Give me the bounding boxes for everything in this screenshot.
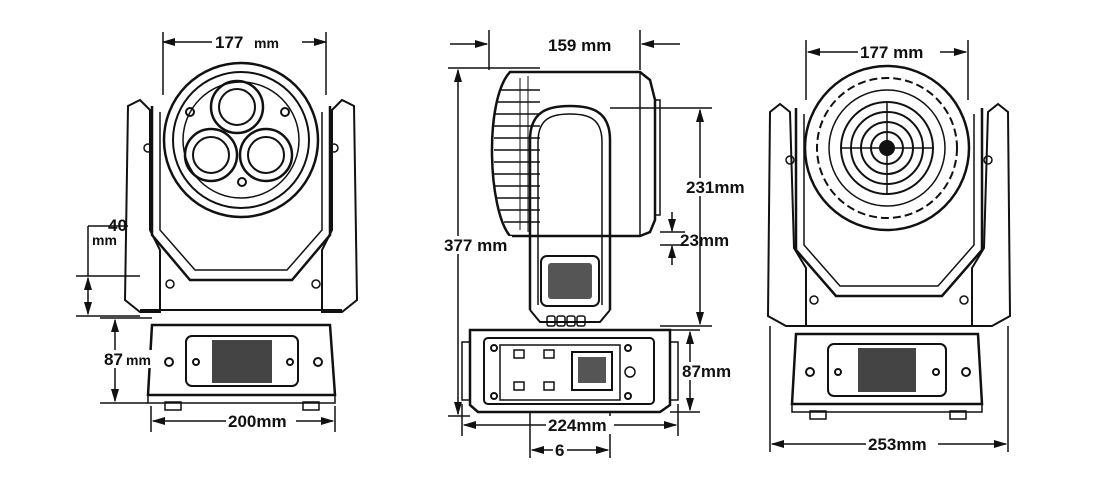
side-base-height-label: 87mm: [682, 362, 731, 381]
arm-offset-label: 23mm: [680, 231, 729, 250]
back-base-width-label: 253mm: [868, 435, 927, 454]
side-dimensions: [448, 30, 712, 458]
side-view: [461, 70, 679, 414]
head-depth-label: 159 mm: [548, 36, 611, 55]
front-base: [146, 323, 337, 411]
front-labels: 177 mm 40 mm 87 mm 200mm: [92, 33, 302, 431]
side-head-body: [490, 70, 657, 238]
front-base-height-number: 87: [104, 350, 123, 369]
back-width-label: 177 mm: [860, 43, 923, 62]
front-lens-cluster: [183, 79, 294, 187]
back-yoke-left-arm: [766, 102, 807, 327]
side-base-width-label: 224mm: [548, 416, 607, 435]
side-arm-connectors: [546, 315, 586, 327]
mount-spacing-label: 6: [555, 441, 564, 460]
front-width-unit: mm: [254, 35, 279, 51]
front-yoke-body: [150, 106, 332, 282]
side-head-fins: [494, 76, 540, 232]
front-base-width-label: 200mm: [228, 412, 287, 431]
side-base: [461, 328, 679, 414]
back-yoke-right-arm: [971, 102, 1012, 327]
side-labels: 159 mm 377 mm 231mm 23mm 87mm 224mm 6: [442, 36, 752, 460]
arm-height-label: 231mm: [686, 178, 745, 197]
back-labels: 177 mm 253mm: [858, 43, 940, 454]
front-view: [123, 61, 359, 411]
back-head-outer: [803, 64, 971, 232]
back-base: [790, 332, 984, 420]
side-arm: [528, 104, 612, 310]
back-yoke-body: [794, 108, 984, 298]
front-head-outer: [162, 61, 320, 219]
total-height-label: 377 mm: [444, 236, 507, 255]
front-yoke-right-arm: [321, 98, 359, 313]
back-view: [766, 64, 1012, 420]
front-base-height-unit: mm: [126, 352, 151, 368]
offset-unit: mm: [92, 232, 117, 248]
front-yoke-left-arm: [123, 98, 161, 313]
offset-number: 40: [108, 216, 127, 235]
back-fan-grille: [840, 101, 934, 195]
front-width-number: 177: [215, 33, 243, 52]
